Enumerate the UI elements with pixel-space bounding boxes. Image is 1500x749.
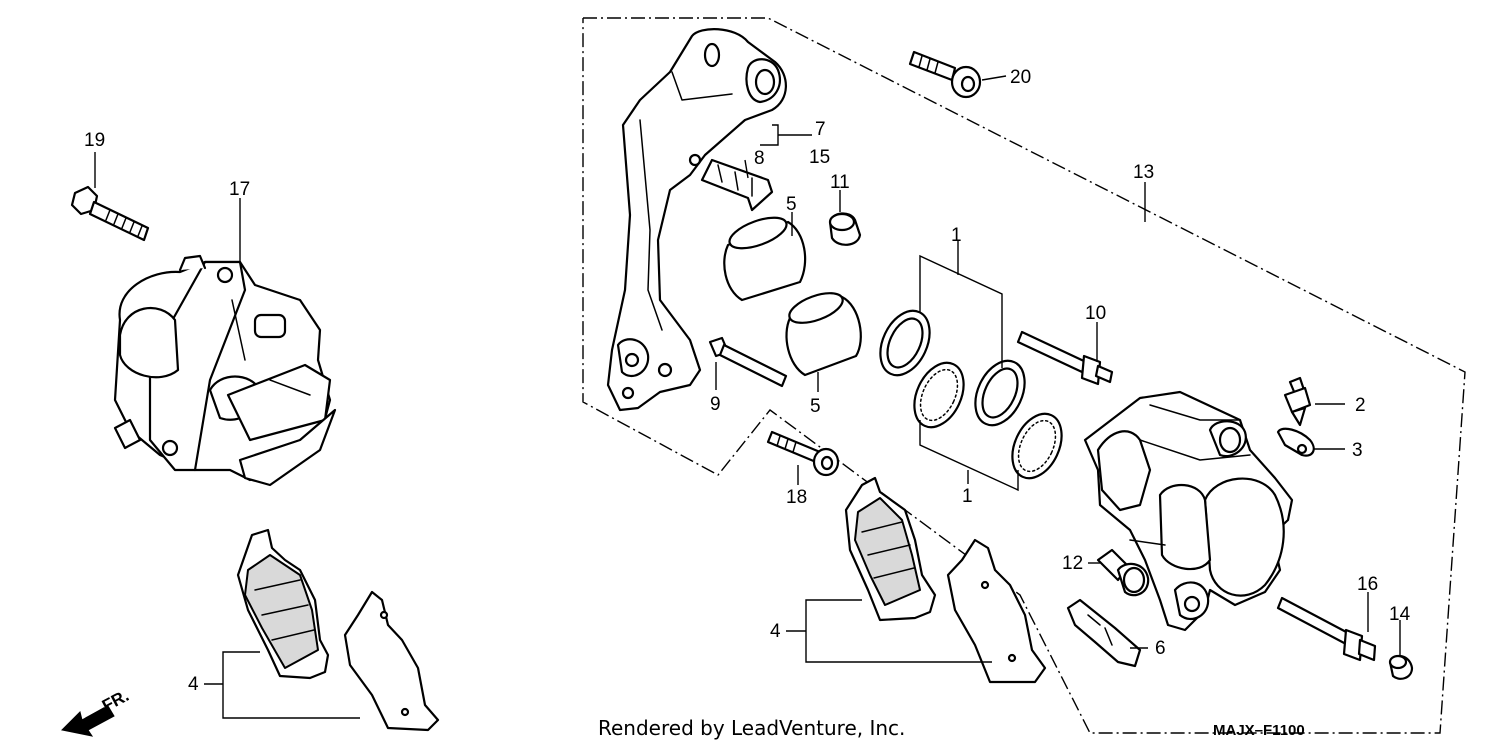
render-credit: Rendered by LeadVenture, Inc. bbox=[598, 716, 906, 740]
diagram-code: MAJX–F1100 bbox=[1213, 722, 1305, 739]
cap-14[interactable] bbox=[1388, 654, 1414, 680]
callout-8[interactable]: 8 bbox=[754, 148, 765, 169]
callout-19[interactable]: 19 bbox=[84, 130, 105, 151]
callout-12[interactable]: 12 bbox=[1062, 553, 1083, 574]
pin-bolt-10[interactable] bbox=[1016, 330, 1114, 386]
pin-plug-12[interactable] bbox=[1096, 548, 1150, 597]
leader-lines bbox=[94, 75, 1401, 719]
pin-bolt-9[interactable] bbox=[708, 336, 788, 388]
callout-9[interactable]: 9 bbox=[710, 394, 721, 415]
caliper-body-13[interactable] bbox=[1083, 390, 1294, 632]
seal-set-1[interactable] bbox=[871, 303, 1072, 486]
bolt-20[interactable] bbox=[908, 50, 982, 99]
piston-5-lower[interactable] bbox=[785, 287, 862, 377]
bleeder-cap-11[interactable] bbox=[828, 212, 862, 246]
retainer-6[interactable] bbox=[1066, 598, 1142, 668]
callout-2[interactable]: 2 bbox=[1355, 395, 1366, 416]
brake-pad-set-left[interactable] bbox=[236, 528, 440, 732]
callout-7[interactable]: 7 bbox=[815, 119, 826, 140]
callout-13[interactable]: 13 bbox=[1133, 162, 1154, 183]
brake-pad-set-center[interactable] bbox=[844, 476, 1047, 684]
callout-1-upper[interactable]: 1 bbox=[951, 225, 962, 246]
callout-14[interactable]: 14 bbox=[1389, 604, 1411, 625]
pad-spring-8[interactable] bbox=[700, 158, 774, 212]
callout-20[interactable]: 20 bbox=[1010, 67, 1031, 88]
callout-numbers: 19 17 4 7 8 15 11 5 5 9 18 1 1 10 13 20 … bbox=[84, 67, 1411, 695]
callout-18[interactable]: 18 bbox=[786, 487, 807, 508]
callout-4-left[interactable]: 4 bbox=[188, 674, 199, 695]
callout-6[interactable]: 6 bbox=[1155, 638, 1166, 659]
callout-5-upper[interactable]: 5 bbox=[786, 194, 797, 215]
bolt-19[interactable] bbox=[70, 185, 150, 242]
callout-10[interactable]: 10 bbox=[1085, 303, 1106, 324]
bolt-18[interactable] bbox=[766, 430, 840, 477]
caliper-bracket-7[interactable] bbox=[606, 28, 787, 412]
front-direction-arrow: FR. bbox=[60, 686, 132, 737]
callout-11[interactable]: 11 bbox=[830, 172, 850, 193]
callout-1-lower[interactable]: 1 bbox=[962, 486, 973, 507]
bleeder-screw-2[interactable] bbox=[1283, 376, 1312, 427]
callout-17[interactable]: 17 bbox=[229, 179, 250, 200]
callout-15[interactable]: 15 bbox=[809, 147, 830, 168]
pin-bolt-16[interactable] bbox=[1276, 596, 1377, 662]
washer-3[interactable] bbox=[1276, 427, 1315, 457]
assembly-outline-13 bbox=[582, 17, 1466, 734]
callout-16[interactable]: 16 bbox=[1357, 574, 1378, 595]
callout-4-center[interactable]: 4 bbox=[770, 621, 781, 642]
callout-3[interactable]: 3 bbox=[1352, 440, 1363, 461]
caliper-assembly-complete[interactable] bbox=[113, 254, 337, 487]
callout-5-lower[interactable]: 5 bbox=[810, 396, 821, 417]
piston-5-upper[interactable] bbox=[723, 211, 807, 302]
